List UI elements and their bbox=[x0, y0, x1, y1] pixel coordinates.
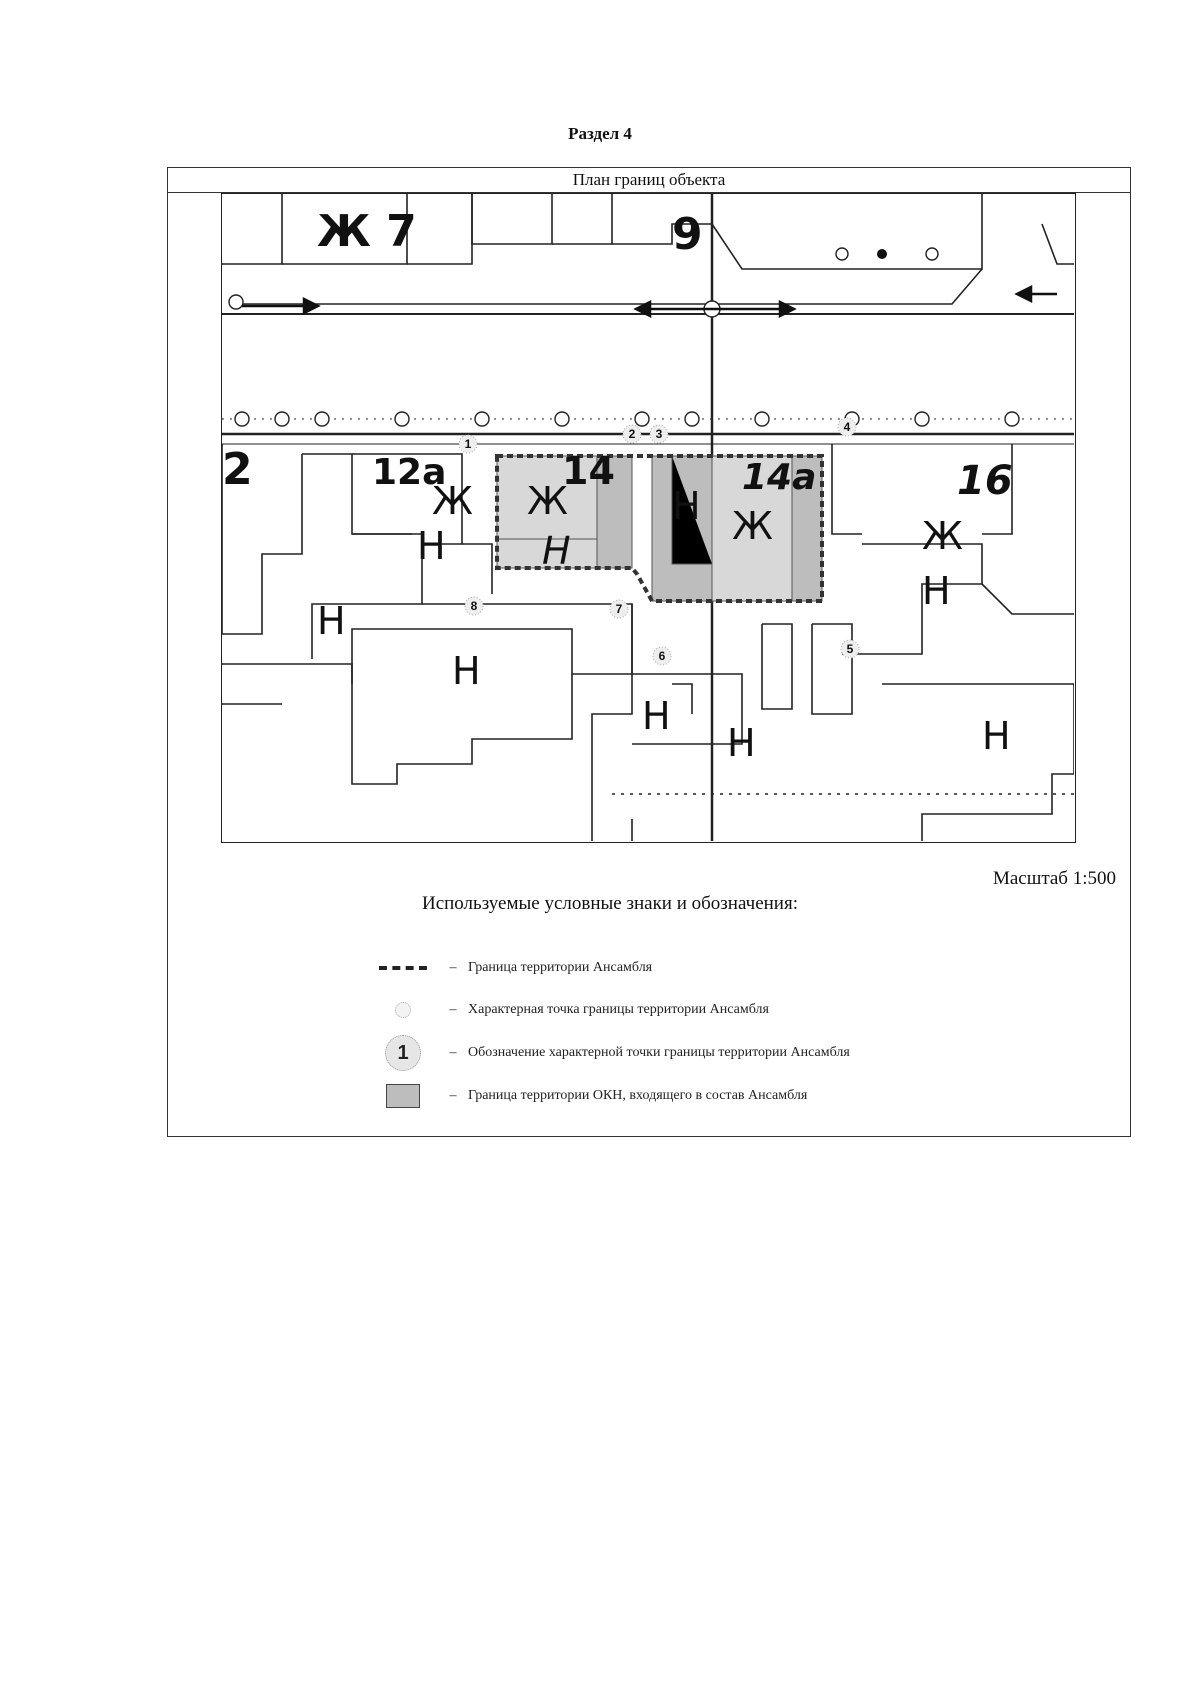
road-marker-icon bbox=[234, 411, 250, 427]
legend-dash: – bbox=[449, 1045, 457, 1060]
label-n: Н bbox=[417, 524, 446, 568]
label-n: Н bbox=[452, 649, 481, 693]
label-n: Н bbox=[727, 721, 756, 765]
point-label: 3 bbox=[656, 427, 663, 441]
label-zh: Ж bbox=[432, 479, 473, 523]
section-title: Раздел 4 bbox=[568, 124, 632, 143]
point-label: 1 bbox=[465, 437, 472, 451]
legend-dash: – bbox=[449, 1088, 457, 1103]
label-n: Н bbox=[982, 714, 1011, 758]
label-12a: 12а bbox=[372, 452, 446, 493]
label-zh: Ж bbox=[527, 479, 568, 523]
ensemble-boundary bbox=[495, 454, 824, 603]
plan-frame: План границ объекта bbox=[167, 167, 1131, 1137]
point-label: 7 bbox=[616, 602, 623, 616]
legend-dash: – bbox=[449, 1002, 457, 1017]
legend-item-point: – Характерная точка границы территории А… bbox=[368, 995, 769, 1025]
label-16: 16 bbox=[957, 458, 1013, 504]
okn-territory-14a bbox=[651, 455, 823, 602]
legend-item-okn: – Граница территории ОКН, входящего в со… bbox=[368, 1081, 807, 1111]
point-label: 5 bbox=[847, 642, 854, 656]
gray-box-icon bbox=[386, 1084, 420, 1108]
label-zh: Ж bbox=[732, 504, 773, 548]
okn-territory-14 bbox=[496, 455, 633, 569]
boundary-map: Ж 7 9 2 12а 14 14а 16 Ж Ж Ж Ж Н Н Н Н Н … bbox=[221, 193, 1076, 843]
numbered-circle-icon: 1 bbox=[385, 1035, 421, 1071]
legend-dash: – bbox=[449, 960, 457, 975]
label-n: Н bbox=[672, 484, 701, 528]
label-2: 2 bbox=[222, 444, 253, 495]
legend-item-point-label: 1 – Обозначение характерной точки границ… bbox=[368, 1035, 850, 1071]
legend-text: Обозначение характерной точки границы те… bbox=[468, 1045, 850, 1060]
small-circle-icon bbox=[395, 1002, 411, 1018]
legend-text: Граница территории ОКН, входящего в сост… bbox=[468, 1088, 808, 1103]
label-9: 9 bbox=[672, 209, 703, 260]
label-14: 14 bbox=[562, 449, 615, 493]
label-n: Н bbox=[317, 599, 346, 643]
label-zh: Ж bbox=[922, 514, 963, 558]
label-n: Н bbox=[542, 529, 571, 573]
label-zh7: Ж 7 bbox=[317, 206, 417, 257]
legend-text: Характерная точка границы территории Анс… bbox=[468, 1002, 769, 1017]
point-label: 6 bbox=[659, 649, 666, 663]
plan-title: План границ объекта bbox=[168, 168, 1130, 193]
point-label: 4 bbox=[844, 420, 851, 434]
map-scale: Масштаб 1:500 bbox=[992, 868, 1116, 889]
dashed-line-icon bbox=[379, 966, 427, 970]
point-label: 8 bbox=[471, 599, 478, 613]
label-14a: 14а bbox=[742, 457, 816, 498]
label-n: Н bbox=[922, 569, 951, 613]
label-n: Н bbox=[642, 694, 671, 738]
legend-item-boundary: – Граница территории Ансамбля bbox=[368, 953, 652, 983]
legend-text: Граница территории Ансамбля bbox=[468, 960, 653, 975]
legend-title: Используемые условные знаки и обозначени… bbox=[421, 893, 798, 914]
building-outline bbox=[222, 194, 283, 265]
point-label: 2 bbox=[629, 427, 636, 441]
